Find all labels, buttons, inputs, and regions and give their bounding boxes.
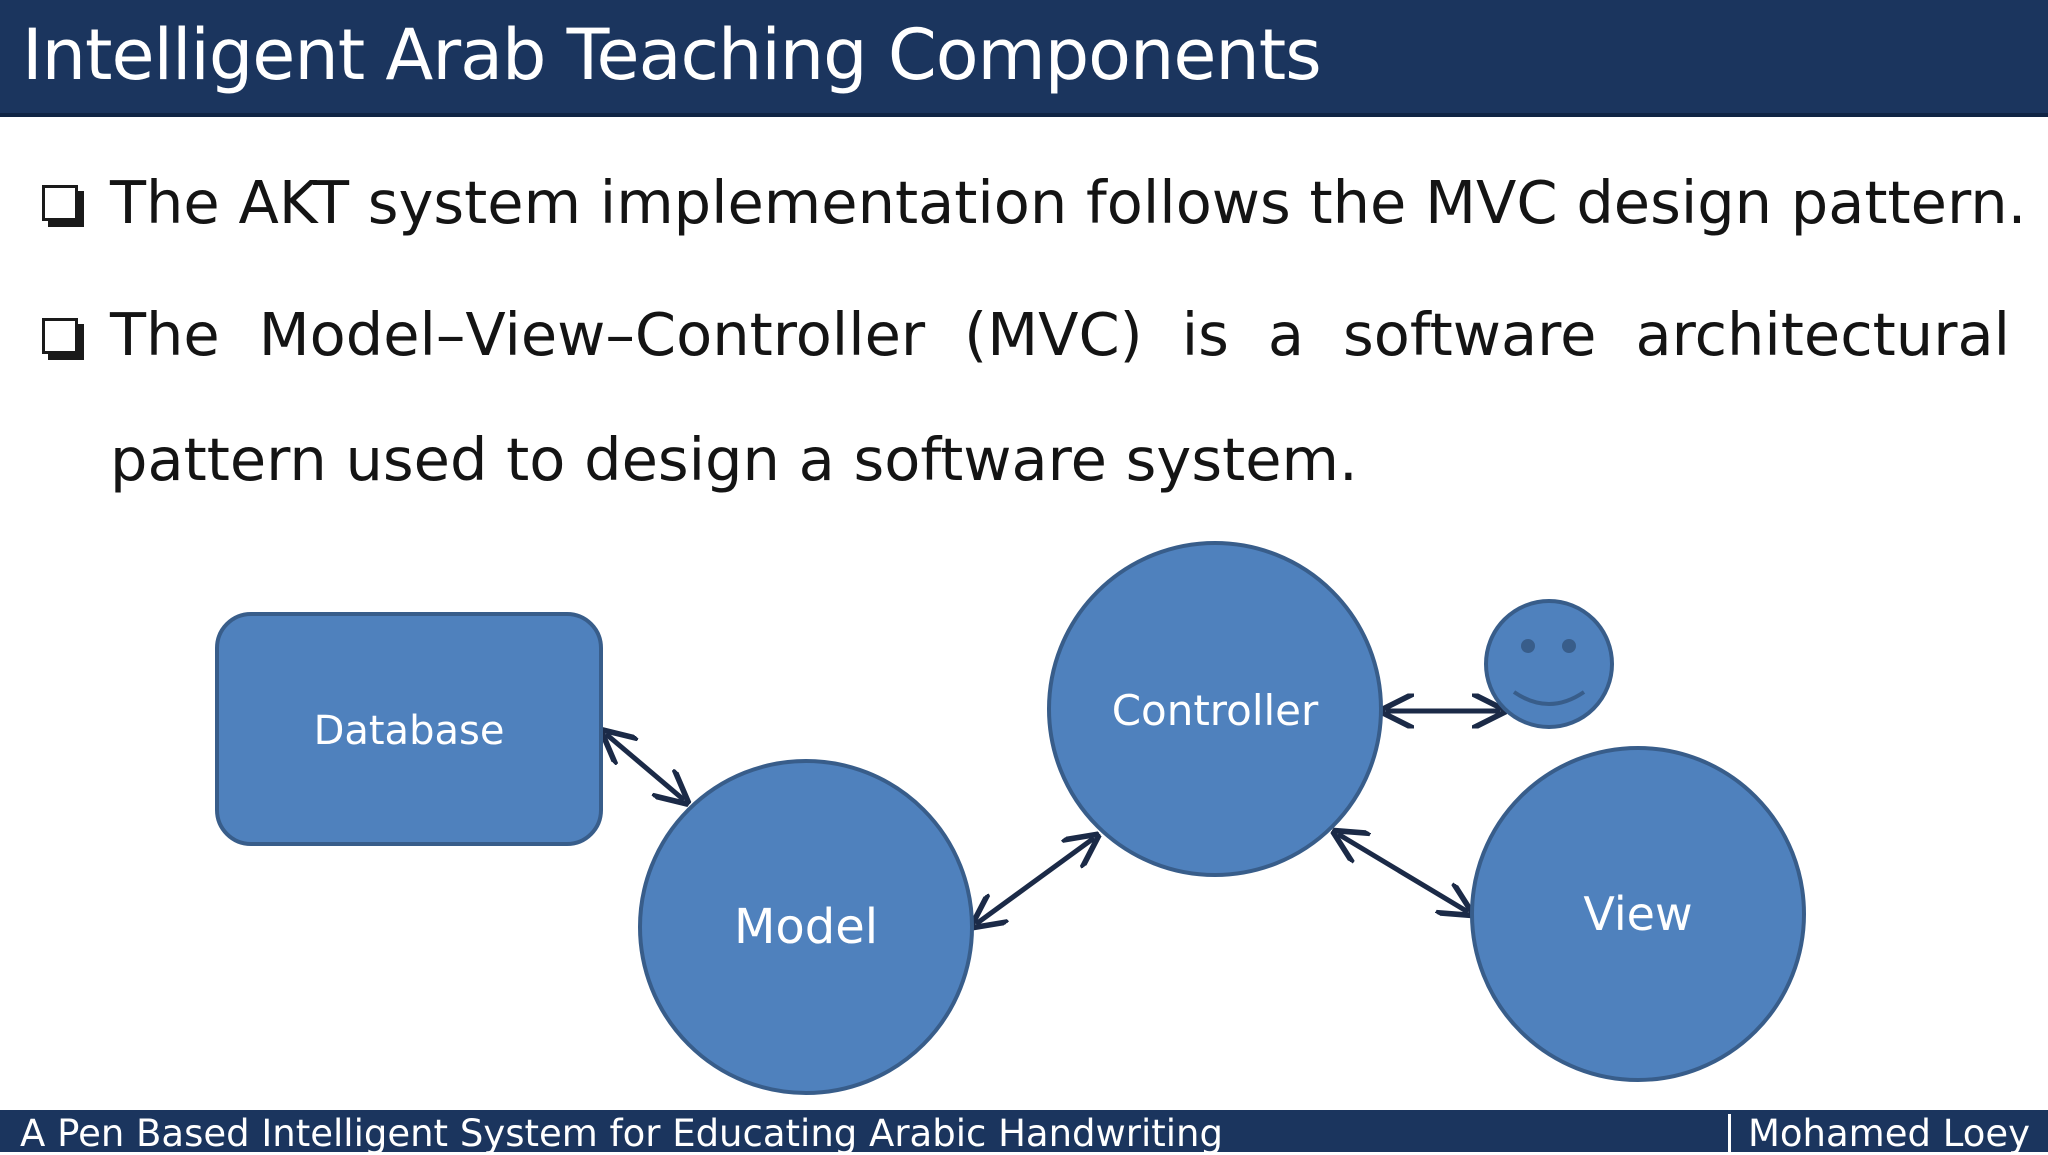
arrow-controller-view (1338, 834, 1468, 912)
footer-author: Mohamed Loey (1748, 1112, 2030, 1155)
footer-title: A Pen Based Intelligent System for Educa… (20, 1112, 1223, 1155)
view-node (1470, 746, 1806, 1082)
smiley-face-icon (1484, 599, 1614, 729)
model-node (638, 759, 974, 1095)
bullet-checkbox-icon (42, 185, 78, 221)
bullet-2-line-1: The Model–View–Controller (MVC) is a sof… (110, 300, 2010, 369)
database-label: Database (314, 708, 505, 754)
bullet-1-text: The AKT system implementation follows th… (110, 168, 2027, 237)
database-node (215, 612, 603, 846)
footer-bar: A Pen Based Intelligent System for Educa… (0, 1110, 2048, 1155)
title-bar: Intelligent Arab Teaching Components (0, 0, 2048, 117)
view-label: View (1583, 887, 1692, 941)
controller-label: Controller (1112, 686, 1319, 735)
arrow-database-model (606, 734, 684, 800)
bullet-2-line-2: pattern used to design a software system… (110, 425, 1358, 494)
slide-title: Intelligent Arab Teaching Components (22, 14, 1322, 96)
arrow-model-controller (976, 838, 1094, 924)
bullet-checkbox-icon (42, 318, 78, 354)
model-label: Model (734, 899, 878, 955)
controller-node (1047, 541, 1383, 877)
footer-divider (1728, 1114, 1731, 1152)
